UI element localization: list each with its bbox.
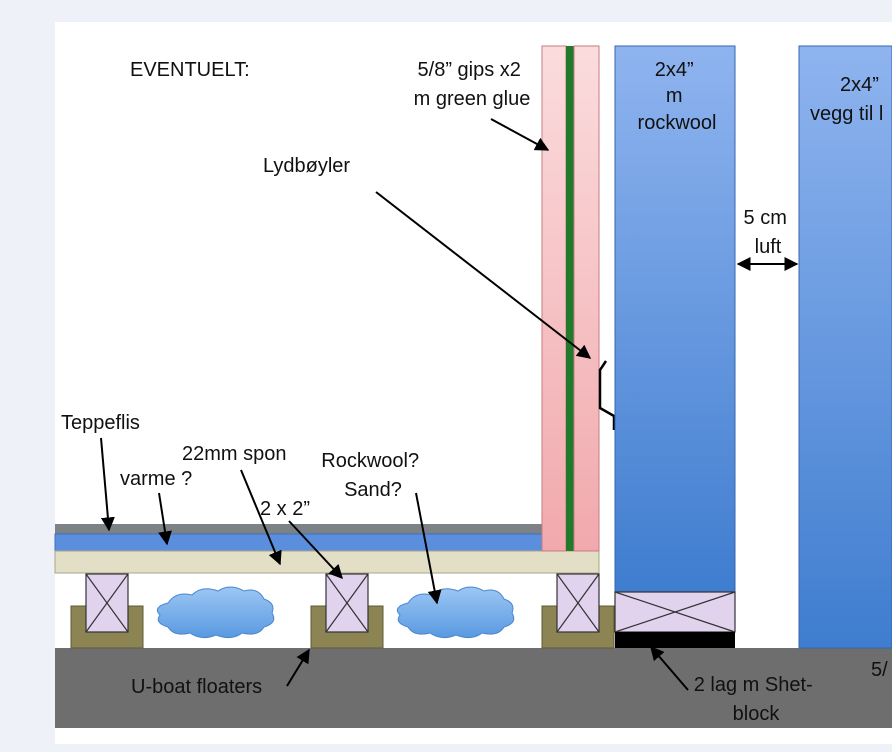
- green-glue-layer: [566, 46, 574, 551]
- label-spon: 22mm spon: [182, 443, 287, 465]
- label-stud: 2 x 2”: [260, 498, 310, 520]
- joist-2x2: [325, 573, 369, 633]
- label-wall2-line2: vegg til l: [810, 103, 883, 125]
- stud-wall-neighbor: [798, 45, 892, 649]
- arrow-floaters: [286, 648, 310, 687]
- shet-block-layer: [615, 632, 735, 648]
- label-shetblock: 2 lag m Shet- block: [694, 674, 819, 725]
- insulation-cloud: [156, 586, 275, 639]
- arrow-shetblock: [650, 645, 689, 691]
- label-eventuelt: EVENTUELT:: [130, 59, 250, 81]
- label-fill: Rockwool? Sand?: [321, 450, 424, 501]
- arrow-stud: [288, 520, 343, 580]
- label-gap-line1: 5 cm: [744, 207, 787, 229]
- label-wall1: 2x4” m rockwool: [638, 59, 717, 134]
- label-gips-line2: m green glue: [414, 88, 531, 110]
- label-wall2: 2x4” vegg til l: [810, 74, 884, 125]
- label-wall1-line1: 2x4”: [655, 59, 694, 81]
- label-gap-line2: luft: [755, 236, 782, 258]
- label-wall1-line3: rockwool: [638, 112, 717, 134]
- arrow-lydboyler: [375, 191, 592, 359]
- label-gap: 5 cm luft: [744, 207, 793, 258]
- stud-wall-rockwool: [614, 45, 736, 593]
- concrete-slab: [55, 648, 892, 728]
- label-shetblock-line2: block: [733, 703, 781, 725]
- carpet-tile-layer: [55, 524, 542, 534]
- label-floaters: U-boat floaters: [131, 676, 262, 698]
- label-teppeflis: Teppeflis: [61, 412, 140, 434]
- label-varme: varme ?: [120, 468, 192, 490]
- label-wall1-line2: m: [666, 85, 683, 107]
- joist-2x2: [85, 573, 129, 633]
- label-cut-off: 5/: [871, 659, 888, 681]
- arrow-gips: [490, 118, 550, 151]
- label-gips-line1: 5/8” gips x2: [418, 59, 521, 81]
- floor-heating-layer: [54, 533, 543, 552]
- label-lydboyler: Lydbøyler: [263, 155, 350, 177]
- label-wall2-line1: 2x4”: [840, 74, 879, 96]
- arrow-fill: [415, 492, 442, 605]
- arrow-spon: [240, 469, 282, 566]
- insulation-cloud: [396, 586, 515, 639]
- label-fill-line1: Rockwool?: [321, 450, 419, 472]
- label-shetblock-line1: 2 lag m Shet-: [694, 674, 813, 696]
- resilient-channel: [598, 360, 616, 430]
- arrow-varme: [158, 492, 172, 546]
- label-fill-line2: Sand?: [344, 479, 402, 501]
- label-gips: 5/8” gips x2 m green glue: [414, 59, 531, 110]
- arrow-teppeflis: [100, 437, 115, 532]
- joist-2x2: [556, 573, 600, 633]
- sill-plate: [614, 591, 736, 633]
- gypsum-board-outer: [541, 45, 567, 552]
- gypsum-board-inner: [573, 45, 600, 552]
